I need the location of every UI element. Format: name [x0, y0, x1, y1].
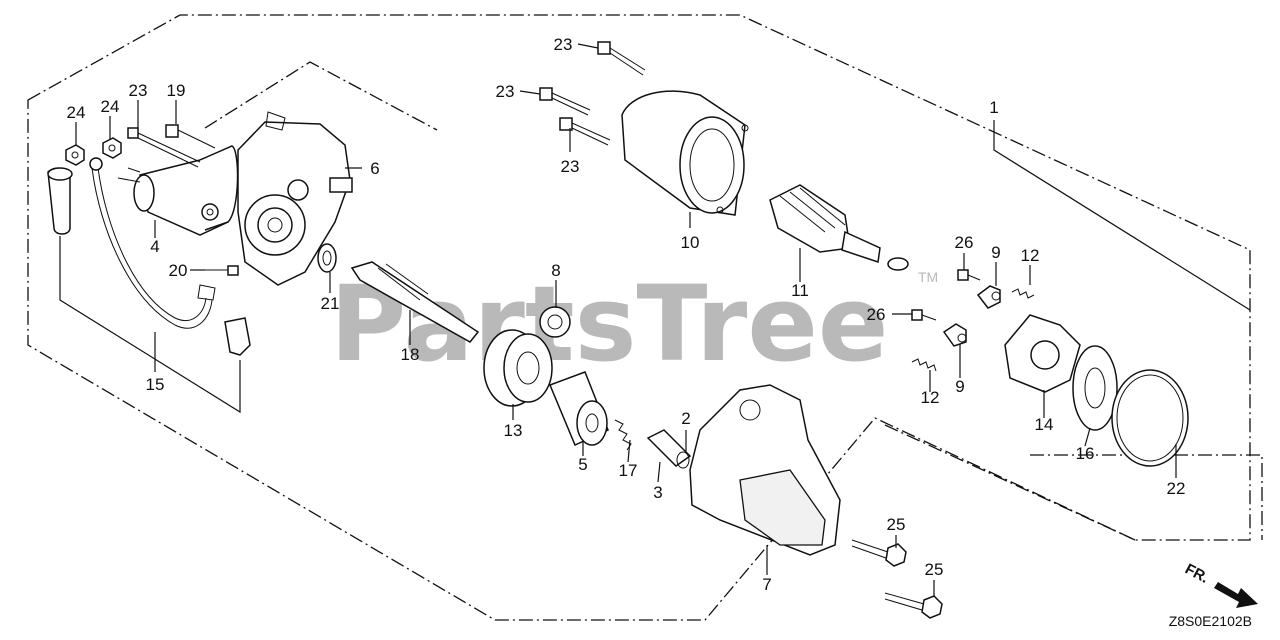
callout-18[interactable]: 18 — [401, 345, 420, 364]
part-21-washer[interactable] — [317, 243, 337, 273]
callout-6[interactable]: 6 — [370, 159, 379, 178]
part-6-end-cover[interactable] — [237, 111, 353, 286]
callout-17[interactable]: 17 — [619, 461, 638, 480]
group-boundary-left — [204, 61, 438, 131]
part-11-armature[interactable] — [769, 184, 909, 271]
callout-5[interactable]: 5 — [578, 455, 587, 474]
part-19-bolt[interactable] — [165, 124, 216, 149]
callout-20[interactable]: 20 — [169, 261, 188, 280]
part-3-sleeve[interactable] — [646, 429, 692, 469]
callout-24a[interactable]: 24 — [67, 103, 86, 122]
watermark-tm: TM — [918, 269, 938, 285]
part-12-spring-b[interactable] — [911, 358, 937, 372]
watermark: PartsTree — [330, 263, 888, 385]
part-22-gasket[interactable] — [1111, 369, 1189, 467]
callout-13[interactable]: 13 — [504, 421, 523, 440]
callout-21[interactable]: 21 — [321, 294, 340, 313]
callout-23c[interactable]: 23 — [496, 82, 515, 101]
front-direction-indicator: FR. — [1182, 561, 1258, 608]
group-boundary-bottom — [884, 424, 1136, 541]
callout-22[interactable]: 22 — [1167, 479, 1186, 498]
part-9-brush-b[interactable] — [942, 323, 967, 347]
leader-lines — [75, 43, 1251, 596]
part-24-nut-a[interactable] — [65, 144, 85, 166]
callout-19[interactable]: 19 — [167, 81, 186, 100]
callout-7[interactable]: 7 — [762, 575, 771, 594]
part-23-bolt-d[interactable] — [559, 117, 611, 146]
callout-4[interactable]: 4 — [150, 237, 159, 256]
part-23-bolt-c[interactable] — [539, 87, 591, 116]
part-7-front-housing[interactable] — [689, 384, 841, 556]
callout-24b[interactable]: 24 — [101, 97, 120, 116]
callout-9b[interactable]: 9 — [955, 377, 964, 396]
part-13-ring-gear[interactable] — [483, 329, 553, 407]
direction-label: FR. — [1182, 561, 1211, 587]
part-8-gear[interactable] — [539, 306, 571, 338]
part-18-pinion-shaft[interactable] — [350, 261, 480, 343]
callout-8[interactable]: 8 — [551, 261, 560, 280]
callout-10[interactable]: 10 — [681, 233, 700, 252]
callout-1[interactable]: 1 — [989, 98, 998, 117]
callout-16[interactable]: 16 — [1076, 444, 1095, 463]
callout-12a[interactable]: 12 — [1021, 246, 1040, 265]
group-boundary-right — [1030, 454, 1263, 540]
callout-25b[interactable]: 25 — [925, 560, 944, 579]
part-26-screw-b[interactable] — [911, 309, 937, 321]
part-5-clutch-gear[interactable] — [549, 371, 609, 447]
callout-23b[interactable]: 23 — [554, 35, 573, 54]
front-arrow-icon — [1214, 582, 1258, 608]
part-25-bolt-b[interactable] — [884, 592, 943, 619]
callout-26a[interactable]: 26 — [955, 233, 974, 252]
callout-26b[interactable]: 26 — [867, 305, 886, 324]
callout-14[interactable]: 14 — [1035, 415, 1054, 434]
callout-2[interactable]: 2 — [681, 409, 690, 428]
part-12-spring-a[interactable] — [1011, 288, 1035, 299]
part-15-starter-cable[interactable] — [47, 157, 251, 356]
part-25-bolt-a[interactable] — [851, 539, 907, 567]
assembly-boundary — [27, 14, 1251, 621]
callout-12b[interactable]: 12 — [921, 388, 940, 407]
part-24-nut-b[interactable] — [102, 137, 122, 159]
part-10-yoke[interactable] — [621, 90, 749, 216]
part-23-bolt-b[interactable] — [597, 41, 646, 76]
part-4-solenoid[interactable] — [117, 145, 239, 236]
callout-3[interactable]: 3 — [653, 483, 662, 502]
part-14-brush-holder[interactable] — [1004, 314, 1081, 393]
callout-25a[interactable]: 25 — [887, 515, 906, 534]
part-9-brush-a[interactable] — [976, 285, 1001, 309]
part-20-screw[interactable] — [205, 265, 239, 276]
diagram-code: Z8S0E2102B — [1169, 613, 1252, 629]
callout-15[interactable]: 15 — [146, 375, 165, 394]
part-16-plate[interactable] — [1072, 345, 1118, 431]
part-17-spring[interactable] — [614, 419, 632, 451]
callout-23a[interactable]: 23 — [129, 81, 148, 100]
part-23-bolt-a[interactable] — [127, 127, 201, 168]
part-26-screw-a[interactable] — [957, 269, 981, 281]
callout-23d[interactable]: 23 — [561, 157, 580, 176]
callout-9a[interactable]: 9 — [991, 243, 1000, 262]
callout-11[interactable]: 11 — [791, 281, 809, 300]
callout-labels: 1 2 3 4 5 6 7 8 9 9 10 11 12 12 13 14 15… — [67, 35, 1186, 594]
